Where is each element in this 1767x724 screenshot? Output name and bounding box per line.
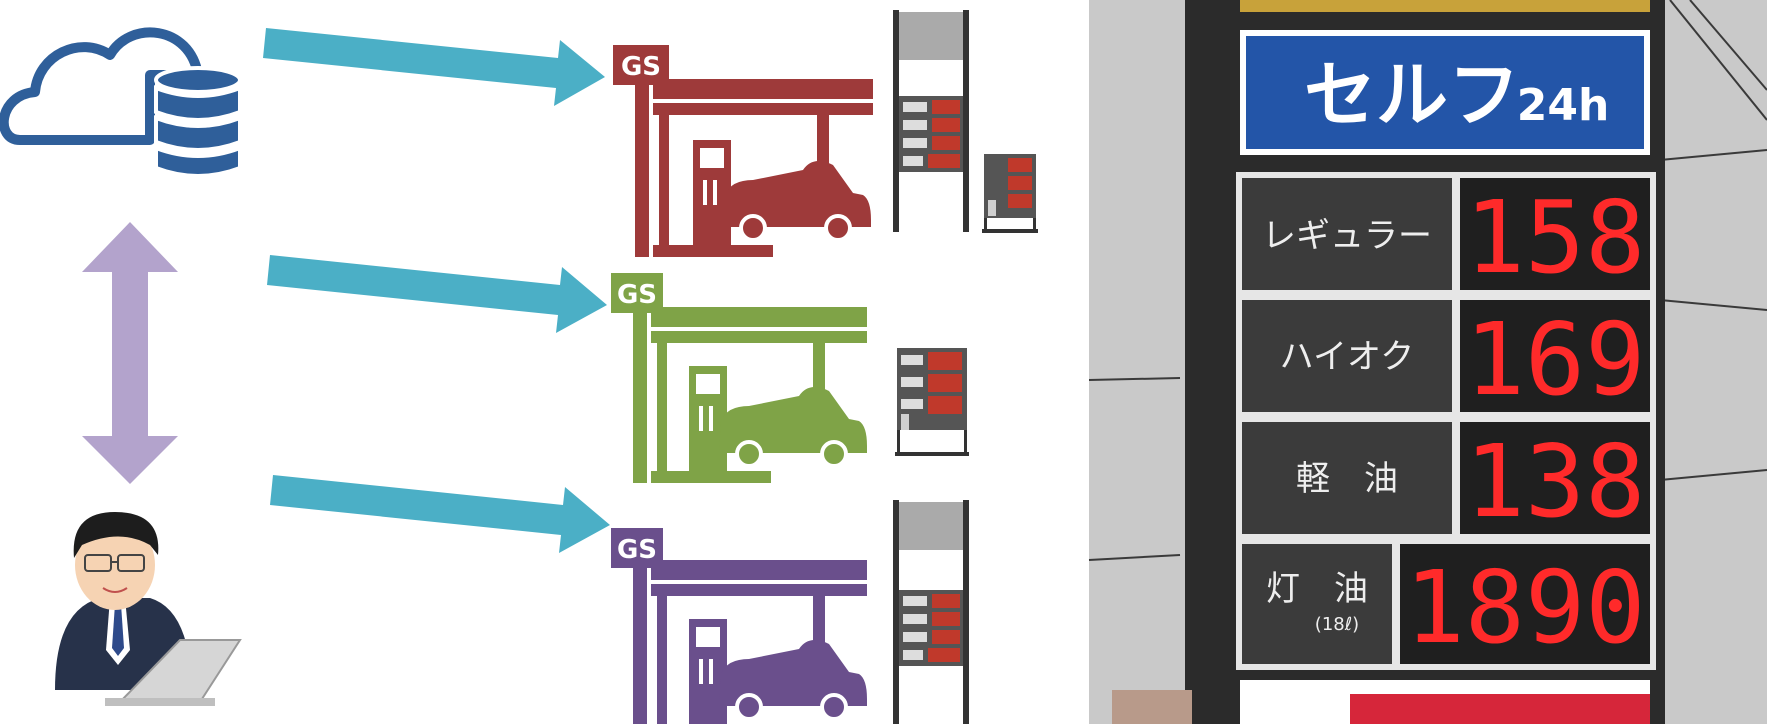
fuel-label-regular: レギュラー <box>1262 216 1432 256</box>
fuel-label-kerosene: 灯 油 <box>1266 569 1368 609</box>
arrow-to-station-2 <box>267 255 607 333</box>
gas-station-green: GS <box>611 273 867 483</box>
sign-header-suffix: 24h <box>1517 80 1610 131</box>
fuel-label-diesel: 軽 油 <box>1296 459 1398 499</box>
gas-station-red: GS <box>613 45 873 257</box>
gs-badge-text: GS <box>621 52 661 82</box>
price-high-octane: 169 <box>1465 301 1646 418</box>
sign-header-text: セルフ <box>1304 53 1520 137</box>
fuel-label-high-octane: ハイオク <box>1280 337 1415 377</box>
cloud-database-icon <box>4 32 240 176</box>
gs-badge-text: GS <box>617 280 657 310</box>
price-diesel: 138 <box>1465 423 1646 540</box>
mini-price-sign-stand-2 <box>895 348 969 456</box>
arrow-to-station-1 <box>263 28 605 106</box>
mini-price-sign-tall-2 <box>893 500 969 724</box>
price-regular: 158 <box>1465 179 1646 296</box>
mini-price-sign-tall-1 <box>893 10 969 232</box>
gas-station-purple: GS <box>611 528 867 724</box>
mini-price-sign-stand-1 <box>982 154 1038 233</box>
arrow-to-station-3 <box>270 475 610 553</box>
price-kerosene: 1890 <box>1405 549 1646 666</box>
price-sign-photo: セルフ 24h レギュラー 158 ハイオク 169 軽 油 138 灯 油 (… <box>1089 0 1767 724</box>
fuel-sublabel-kerosene: (18ℓ) <box>1315 614 1359 635</box>
office-worker-laptop-icon <box>55 512 240 706</box>
up-down-arrow-icon <box>82 222 178 484</box>
